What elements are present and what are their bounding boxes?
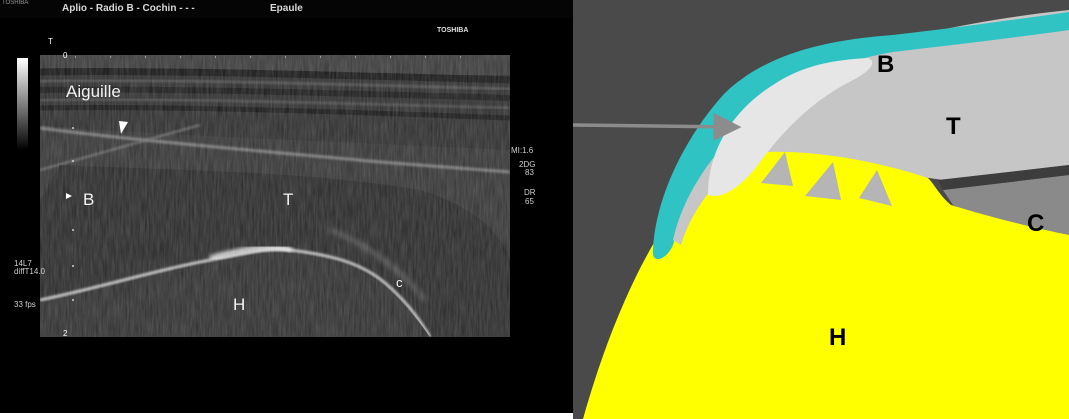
schematic-drawing: [573, 0, 1069, 419]
mi-readout: MI:1.6: [511, 146, 533, 155]
pointer-arrow: [573, 125, 731, 127]
header-exam-info: Aplio - Radio B - Cochin - - -: [62, 4, 195, 14]
bursa-label-us: B: [83, 191, 94, 208]
cartilage-label-us: c: [396, 276, 403, 289]
ultrasound-panel: TOSHIBA Aplio - Radio B - Cochin - - - E…: [0, 0, 573, 413]
humerus-label-us: H: [233, 296, 245, 313]
humerus-label: H: [829, 326, 846, 350]
depth-bottom-label: 2: [63, 330, 67, 338]
gain-value: 83: [525, 168, 534, 177]
tendon-label: T: [946, 115, 961, 139]
depth-top-label: 0: [63, 52, 67, 60]
bursa-label: B: [877, 53, 894, 77]
dynamic-range-value: 65: [525, 197, 534, 206]
header-logo: TOSHIBA: [2, 0, 28, 6]
needle-label: Aiguille: [66, 83, 121, 100]
vendor-label: TOSHIBA: [437, 27, 468, 34]
tendon-label-us: T: [283, 191, 293, 208]
orientation-marker: T: [48, 38, 53, 46]
dynamic-range-label: DR: [524, 188, 536, 197]
frequency-readout: diffT14.0: [14, 267, 45, 276]
frame-rate-readout: 33 fps: [14, 300, 36, 309]
cartilage-label: C: [1027, 212, 1044, 236]
header-region: Epaule: [270, 4, 303, 14]
schematic-panel: B T C H: [573, 0, 1069, 419]
